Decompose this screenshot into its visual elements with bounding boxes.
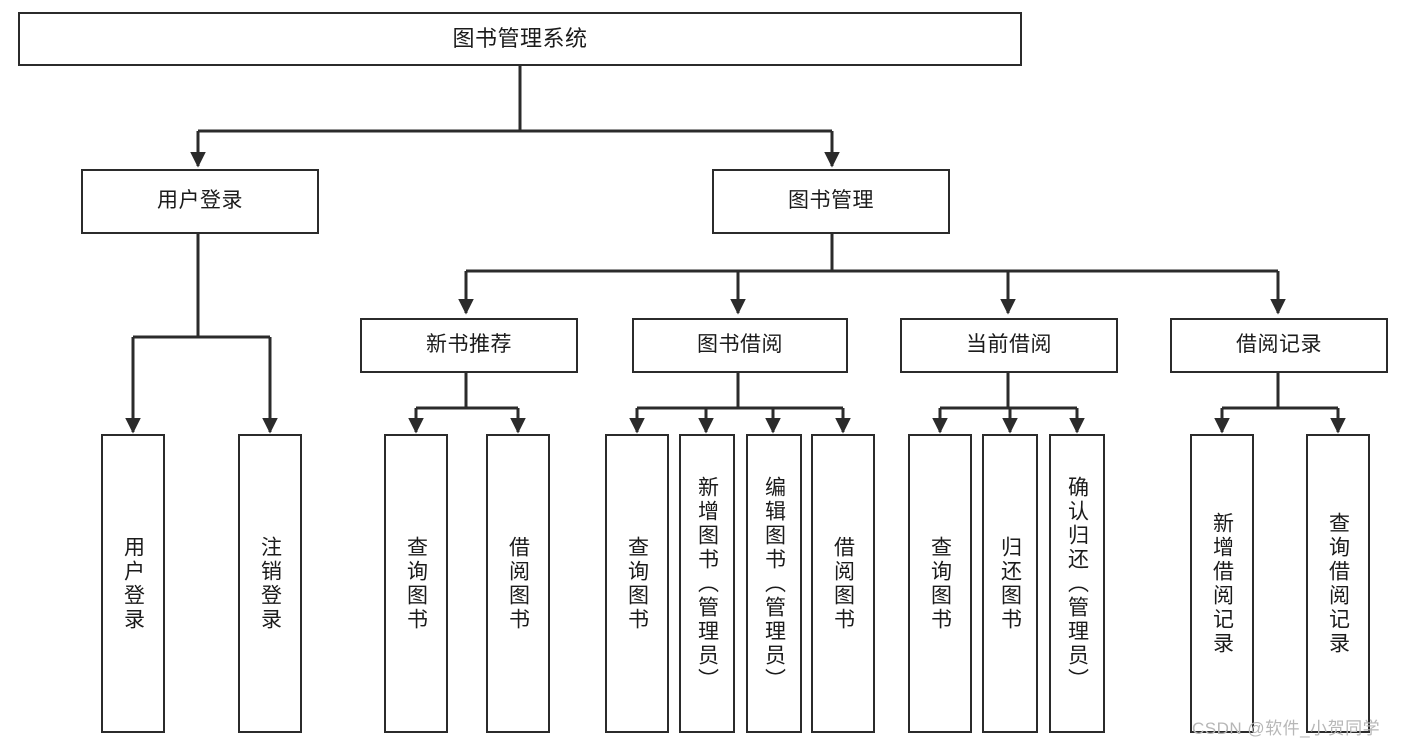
node-label: 图书管理系统 <box>452 26 588 52</box>
node-label: 借阅图书 <box>506 535 530 632</box>
node-borrow-record[interactable]: 借阅记录 <box>1170 318 1388 373</box>
node-label: 用户登录 <box>157 189 243 213</box>
leaf-borrow-book-borrow[interactable]: 借阅图书 <box>811 434 875 733</box>
node-label: 查询图书 <box>928 535 952 632</box>
node-label: 编辑图书（管理员） <box>762 475 786 692</box>
node-new-book-recommend[interactable]: 新书推荐 <box>360 318 578 373</box>
node-label: 图书借阅 <box>697 333 783 357</box>
leaf-edit-book-admin[interactable]: 编辑图书（管理员） <box>746 434 802 733</box>
node-label: 借阅记录 <box>1236 333 1322 357</box>
leaf-borrow-book-recommend[interactable]: 借阅图书 <box>486 434 550 733</box>
leaf-user-login[interactable]: 用户登录 <box>101 434 165 733</box>
leaf-query-book-current[interactable]: 查询图书 <box>908 434 972 733</box>
node-label: 用户登录 <box>121 535 145 632</box>
node-root-book-management-system[interactable]: 图书管理系统 <box>18 12 1022 66</box>
node-book-borrow[interactable]: 图书借阅 <box>632 318 848 373</box>
leaf-logout-login[interactable]: 注销登录 <box>238 434 302 733</box>
node-book-management[interactable]: 图书管理 <box>712 169 950 234</box>
leaf-return-book[interactable]: 归还图书 <box>982 434 1038 733</box>
node-label: 确认归还（管理员） <box>1065 475 1089 692</box>
leaf-query-borrow-record[interactable]: 查询借阅记录 <box>1306 434 1370 733</box>
leaf-query-book-recommend[interactable]: 查询图书 <box>384 434 448 733</box>
leaf-add-borrow-record[interactable]: 新增借阅记录 <box>1190 434 1254 733</box>
node-label: 查询图书 <box>625 535 649 632</box>
leaf-confirm-return-admin[interactable]: 确认归还（管理员） <box>1049 434 1105 733</box>
node-label: 归还图书 <box>998 535 1022 632</box>
node-label: 借阅图书 <box>831 535 855 632</box>
node-label: 图书管理 <box>788 189 874 213</box>
node-label: 查询图书 <box>404 535 428 632</box>
leaf-add-book-admin[interactable]: 新增图书（管理员） <box>679 434 735 733</box>
leaf-query-book-borrow[interactable]: 查询图书 <box>605 434 669 733</box>
node-label: 新书推荐 <box>426 333 512 357</box>
node-user-login[interactable]: 用户登录 <box>81 169 319 234</box>
node-label: 查询借阅记录 <box>1326 511 1350 656</box>
watermark-text: CSDN @软件_小贺同学 <box>1192 719 1381 738</box>
node-label: 当前借阅 <box>966 333 1052 357</box>
node-current-borrow[interactable]: 当前借阅 <box>900 318 1118 373</box>
node-label: 新增借阅记录 <box>1210 511 1234 656</box>
node-label: 注销登录 <box>258 535 282 632</box>
node-label: 新增图书（管理员） <box>695 475 719 692</box>
